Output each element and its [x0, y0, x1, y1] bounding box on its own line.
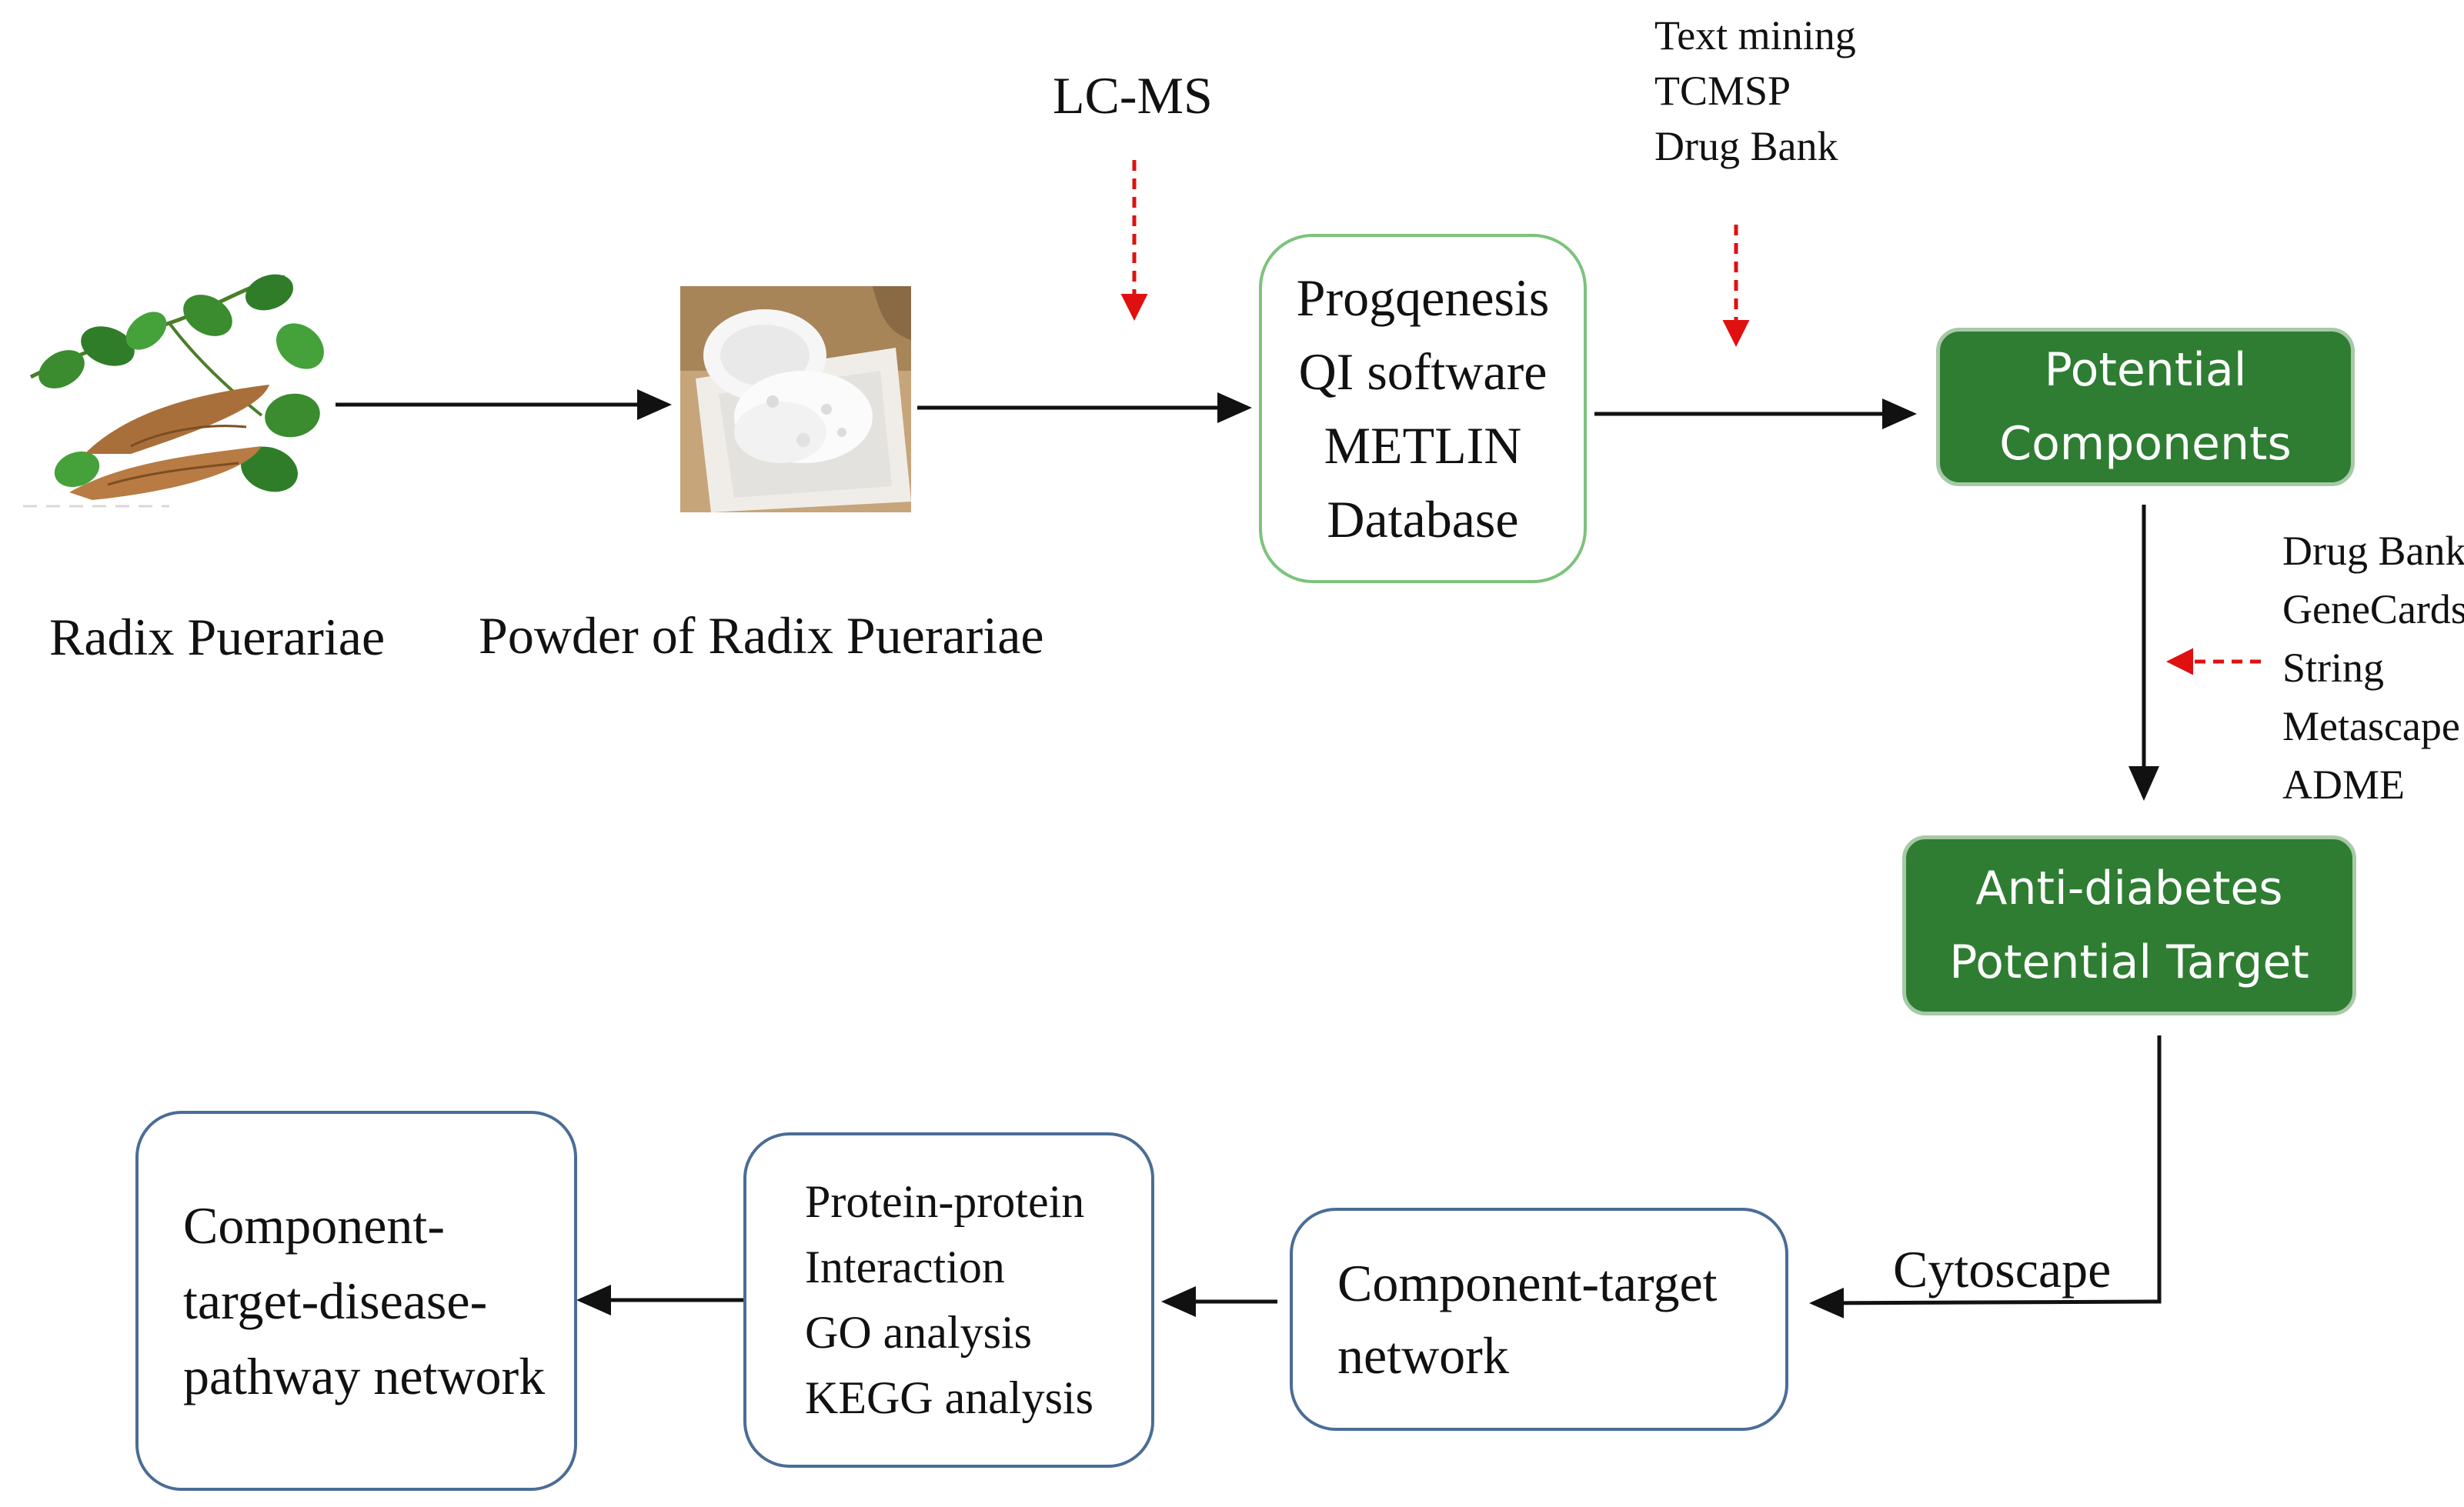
- components-line-1: Potential: [2044, 343, 2247, 397]
- radix-puerariae-plant-image: [23, 274, 324, 508]
- potential-components-node: Potential Components: [1936, 328, 2355, 486]
- cytoscape-label: Cytoscape: [1893, 1240, 2112, 1299]
- source-drug-bank: Drug Bank: [1654, 123, 1838, 169]
- source-text-mining: Text mining: [1654, 12, 1856, 58]
- ctdp-line-1: Component-: [183, 1196, 445, 1255]
- target-line-2: Potential Target: [1949, 935, 2309, 989]
- source-drug-bank-2: Drug Bank: [2282, 528, 2464, 574]
- source-tcmsp: TCMSP: [1654, 68, 1791, 114]
- source-genecards: GeneCards: [2282, 586, 2464, 632]
- source-string: String: [2282, 645, 2385, 691]
- ppi-line-3: GO analysis: [805, 1307, 1032, 1358]
- source-adme: ADME: [2282, 762, 2405, 808]
- progenesis-line-3: METLIN: [1324, 416, 1522, 475]
- lcms-label: LC-MS: [1053, 66, 1213, 125]
- network-line-2: network: [1337, 1326, 1509, 1385]
- components-line-2: Components: [1999, 417, 2292, 471]
- source-metascape: Metascape: [2282, 703, 2460, 749]
- ppi-analysis-node: Protein-protein Interaction GO analysis …: [743, 1132, 1154, 1468]
- ppi-line-1: Protein-protein: [805, 1176, 1085, 1227]
- target-line-1: Anti-diabetes: [1975, 862, 2283, 915]
- ppi-line-4: KEGG analysis: [805, 1372, 1093, 1423]
- arrow-target-to-network: [1809, 1035, 2162, 1319]
- anti-diabetes-target-node: Anti-diabetes Potential Target: [1902, 835, 2356, 1015]
- network-line-1: Component-target: [1337, 1254, 1718, 1312]
- component-target-network-node: Component-target network: [1290, 1208, 1788, 1431]
- ctdp-network-node: Component- target-disease- pathway netwo…: [135, 1111, 577, 1491]
- progenesis-line-4: Database: [1327, 490, 1519, 548]
- ctdp-line-2: target-disease-: [183, 1272, 488, 1330]
- target-sources: Drug Bank GeneCards String Metascape ADM…: [2282, 522, 2464, 814]
- plant-label: Radix Puerariae: [49, 608, 386, 666]
- progenesis-line-1: Progqenesis: [1296, 268, 1550, 327]
- progenesis-line-2: QI software: [1298, 342, 1548, 401]
- text-mining-sources: Text mining TCMSP Drug Bank: [1654, 8, 1856, 174]
- powder-photo-image: [680, 286, 911, 512]
- progenesis-node: Progqenesis QI software METLIN Database: [1259, 234, 1587, 583]
- ctdp-line-3: pathway network: [183, 1347, 546, 1405]
- powder-label: Powder of Radix Puerariae: [479, 606, 1044, 665]
- ppi-line-2: Interaction: [805, 1242, 1005, 1292]
